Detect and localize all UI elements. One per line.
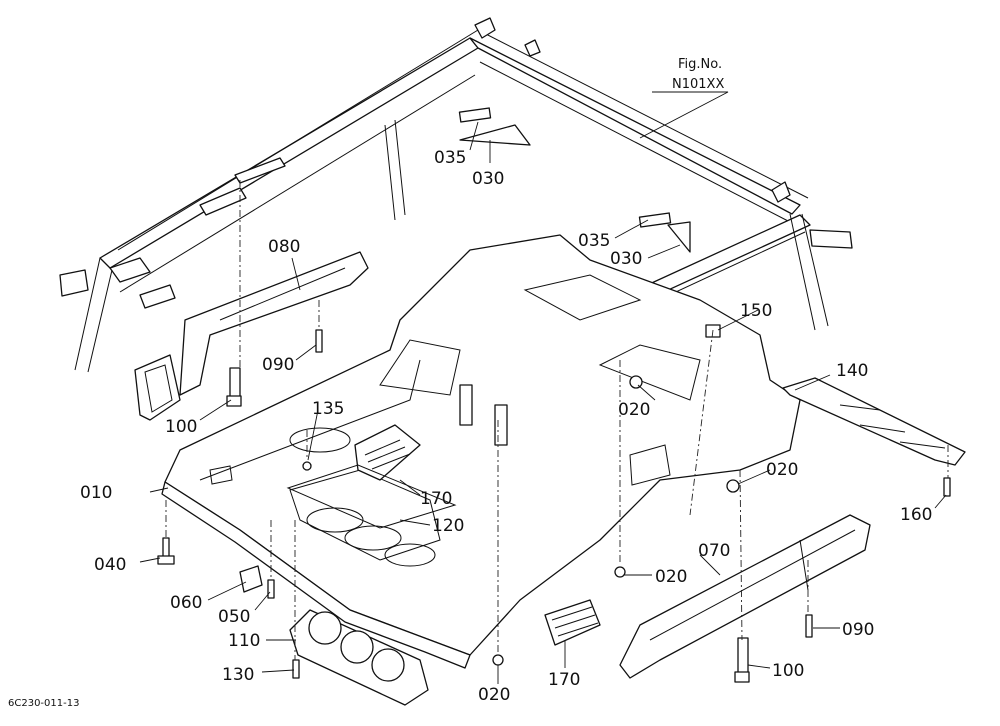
label-030: 030 xyxy=(472,169,504,189)
label-130: 130 xyxy=(222,665,254,685)
label-170: 170 xyxy=(548,670,580,690)
label-050: 050 xyxy=(218,607,250,627)
vent-170 xyxy=(354,424,601,646)
label-080: 080 xyxy=(268,237,300,257)
floor-mat-010 xyxy=(161,234,801,669)
drawing-code: 6C230-011-13 xyxy=(8,698,79,709)
label-035: 035 xyxy=(434,148,466,168)
label-140: 140 xyxy=(836,361,868,381)
label-020: 020 xyxy=(478,685,510,705)
label-040: 040 xyxy=(94,555,126,575)
fig-no-value: N101XX xyxy=(672,77,724,92)
label-100: 100 xyxy=(772,661,804,681)
label-150: 150 xyxy=(740,301,772,321)
small-parts xyxy=(157,107,951,683)
label-035: 035 xyxy=(578,231,610,251)
fig-no-label: Fig.No. xyxy=(678,57,722,72)
trim-070 xyxy=(619,514,871,679)
label-090: 090 xyxy=(262,355,294,375)
label-110: 110 xyxy=(228,631,260,651)
label-070: 070 xyxy=(698,541,730,561)
label-100: 100 xyxy=(165,417,197,437)
label-160: 160 xyxy=(900,505,932,525)
label-135: 135 xyxy=(312,399,344,419)
label-170: 170 xyxy=(420,489,452,509)
label-020: 020 xyxy=(618,400,650,420)
panel-110 xyxy=(289,609,429,706)
plate-140 xyxy=(782,377,966,466)
assembly-lines xyxy=(165,180,949,660)
label-120: 120 xyxy=(432,516,464,536)
label-060: 060 xyxy=(170,593,202,613)
label-030: 030 xyxy=(610,249,642,269)
label-020: 020 xyxy=(655,567,687,587)
leader-lines xyxy=(139,91,947,684)
part-labels: Fig.No. N101XX 035 030 035 030 080 090 1… xyxy=(8,57,932,709)
trim-080 xyxy=(134,251,369,421)
label-090: 090 xyxy=(842,620,874,640)
label-010: 010 xyxy=(80,483,112,503)
label-020: 020 xyxy=(766,460,798,480)
